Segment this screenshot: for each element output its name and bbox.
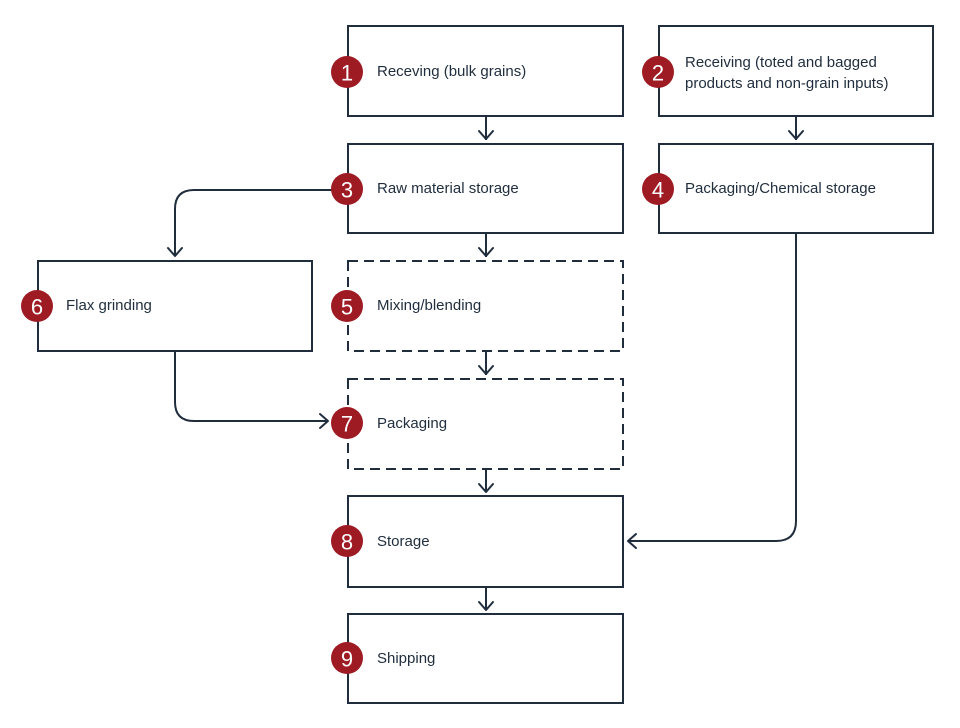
step-6-badge [21, 290, 53, 322]
arrowhead-5-to-7 [478, 365, 494, 375]
connector-6-to-7 [174, 351, 328, 422]
step-5: 5 Mixing/blending [331, 260, 624, 352]
step-1-number: 1 [341, 61, 353, 86]
arrowhead-6-to-7 [319, 413, 329, 429]
step-2-label-line-2: products and non-grain inputs) [685, 75, 888, 92]
step-5-number: 5 [341, 295, 353, 320]
step-3-number: 3 [341, 178, 353, 203]
arrowhead-2-to-4 [788, 130, 804, 140]
step-2-number: 2 [652, 61, 664, 86]
step-1-box [347, 25, 624, 117]
step-2: 2 Receiving (toted and bagged products a… [642, 25, 934, 117]
step-7-number: 7 [341, 412, 353, 437]
step-8: 8 Storage [331, 495, 624, 588]
step-9-label: Shipping [377, 650, 435, 667]
arrowhead-4-to-8 [627, 533, 637, 549]
arrowhead-7-to-8 [478, 483, 494, 493]
step-6-number: 6 [31, 295, 43, 320]
step-3-badge [331, 173, 363, 205]
step-2-label-line-1: Receiving (toted and bagged [685, 54, 877, 71]
step-6-label: Flax grinding [66, 297, 152, 314]
step-2-box [658, 25, 934, 117]
arrowhead-1-to-3 [478, 130, 494, 140]
step-8-badge [331, 525, 363, 557]
arrowhead-3-to-6 [167, 247, 183, 257]
step-5-badge [331, 290, 363, 322]
step-7-box [347, 378, 624, 470]
step-9: 9 Shipping [331, 613, 624, 704]
step-9-number: 9 [341, 647, 353, 672]
step-5-box [347, 260, 624, 352]
step-3: 3 Raw material storage [331, 143, 624, 234]
step-8-number: 8 [341, 530, 353, 555]
step-1-label: Receving (bulk grains) [377, 63, 526, 80]
step-5-label: Mixing/blending [377, 297, 481, 314]
step-4-number: 4 [652, 178, 664, 203]
connector-4-to-8 [628, 233, 797, 542]
step-8-box [347, 495, 624, 588]
step-7-badge [331, 407, 363, 439]
step-1-badge [331, 56, 363, 88]
step-8-label: Storage [377, 533, 430, 550]
step-6-box [37, 260, 313, 352]
arrowhead-3-to-5 [478, 247, 494, 257]
step-9-badge [331, 642, 363, 674]
step-4: 4 Packaging/Chemical storage [642, 143, 934, 234]
step-7: 7 Packaging [331, 378, 624, 470]
step-1: 1 Receving (bulk grains) [331, 25, 624, 117]
step-3-label: Raw material storage [377, 180, 519, 197]
step-6: 6 Flax grinding [21, 260, 313, 352]
connector-3-to-6 [174, 189, 332, 256]
step-7-label: Packaging [377, 415, 447, 432]
step-4-badge [642, 173, 674, 205]
arrowhead-8-to-9 [478, 601, 494, 611]
step-4-label: Packaging/Chemical storage [685, 180, 876, 197]
connectors [167, 116, 804, 611]
step-2-badge [642, 56, 674, 88]
